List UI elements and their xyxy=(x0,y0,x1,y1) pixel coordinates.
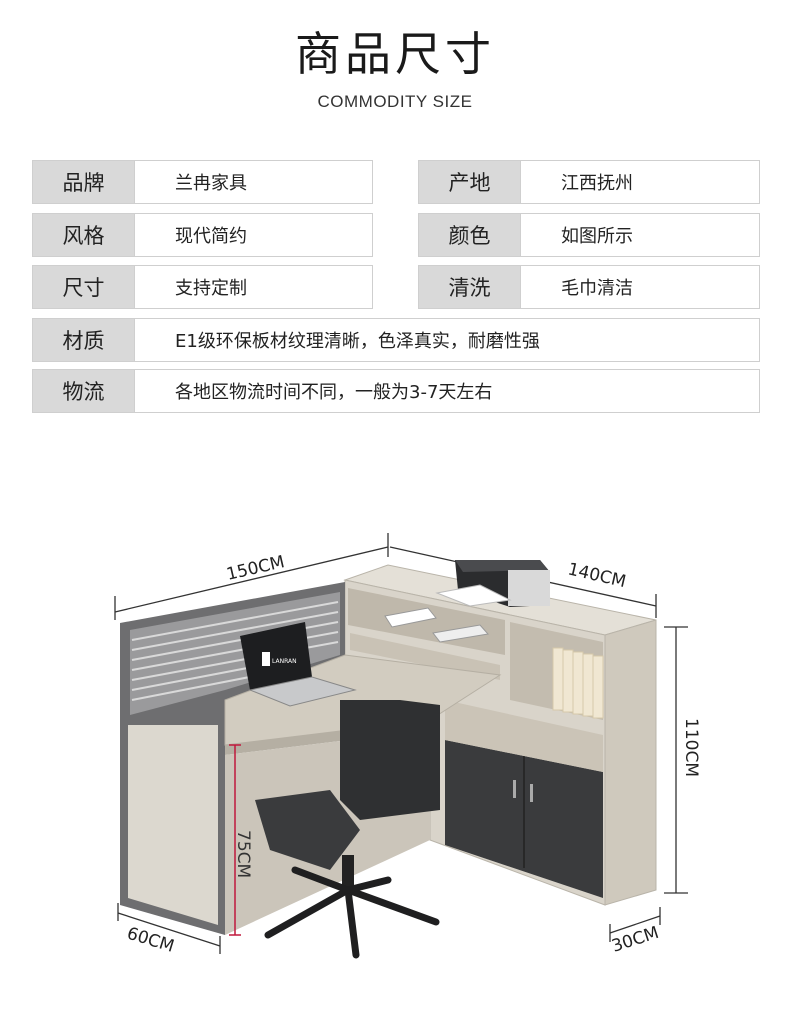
spec-row-origin: 产地 江西抚州 xyxy=(418,160,760,204)
spec-value-color: 如图所示 xyxy=(520,214,759,256)
dim-depth-left: 60CM xyxy=(125,924,177,957)
spec-value-logistics: 各地区物流时间不同，一般为3-7天左右 xyxy=(134,370,759,412)
dim-desk-height: 75CM xyxy=(233,830,253,878)
spec-value-style: 现代简约 xyxy=(134,214,372,256)
spec-value-origin: 江西抚州 xyxy=(520,161,759,203)
page-title: 商品尺寸 xyxy=(295,27,495,81)
spec-key-size: 尺寸 xyxy=(33,266,134,308)
partition-screen xyxy=(120,582,345,935)
spec-row-color: 颜色 如图所示 xyxy=(418,213,760,257)
side-cabinet xyxy=(343,560,657,906)
spec-key-brand: 品牌 xyxy=(33,161,134,203)
spec-row-logistics: 物流 各地区物流时间不同，一般为3-7天左右 xyxy=(32,369,760,413)
desk-height-indicator xyxy=(229,744,241,936)
spec-value-size: 支持定制 xyxy=(134,266,372,308)
page-subtitle: COMMODITY SIZE xyxy=(317,92,473,111)
dim-width-top: 150CM xyxy=(225,552,287,585)
laptop-brand: LANRAN xyxy=(272,658,297,665)
spec-value-material: E1级环保板材纹理清晰，色泽真实，耐磨性强 xyxy=(134,319,759,361)
spec-key-style: 风格 xyxy=(33,214,134,256)
spec-row-size: 尺寸 支持定制 xyxy=(32,265,373,309)
dim-height-total: 110CM xyxy=(681,718,701,777)
dimension-lines xyxy=(114,533,688,954)
spec-key-cleaning: 清洗 xyxy=(419,266,520,308)
spec-value-cleaning: 毛巾清洁 xyxy=(520,266,759,308)
spec-row-brand: 品牌 兰冉家具 xyxy=(32,160,373,204)
spec-row-material: 材质 E1级环保板材纹理清晰，色泽真实，耐磨性强 xyxy=(32,318,760,362)
dim-depth-right: 30CM xyxy=(609,923,661,957)
spec-value-brand: 兰冉家具 xyxy=(134,161,372,203)
spec-key-origin: 产地 xyxy=(419,161,520,203)
spec-key-material: 材质 xyxy=(33,319,134,361)
spec-row-style: 风格 现代简约 xyxy=(32,213,373,257)
office-chair xyxy=(255,700,440,959)
dim-depth-side: 140CM xyxy=(566,559,628,592)
spec-key-color: 颜色 xyxy=(419,214,520,256)
laptop: LANRAN xyxy=(240,622,357,707)
spec-key-logistics: 物流 xyxy=(33,370,134,412)
spec-row-cleaning: 清洗 毛巾清洁 xyxy=(418,265,760,309)
